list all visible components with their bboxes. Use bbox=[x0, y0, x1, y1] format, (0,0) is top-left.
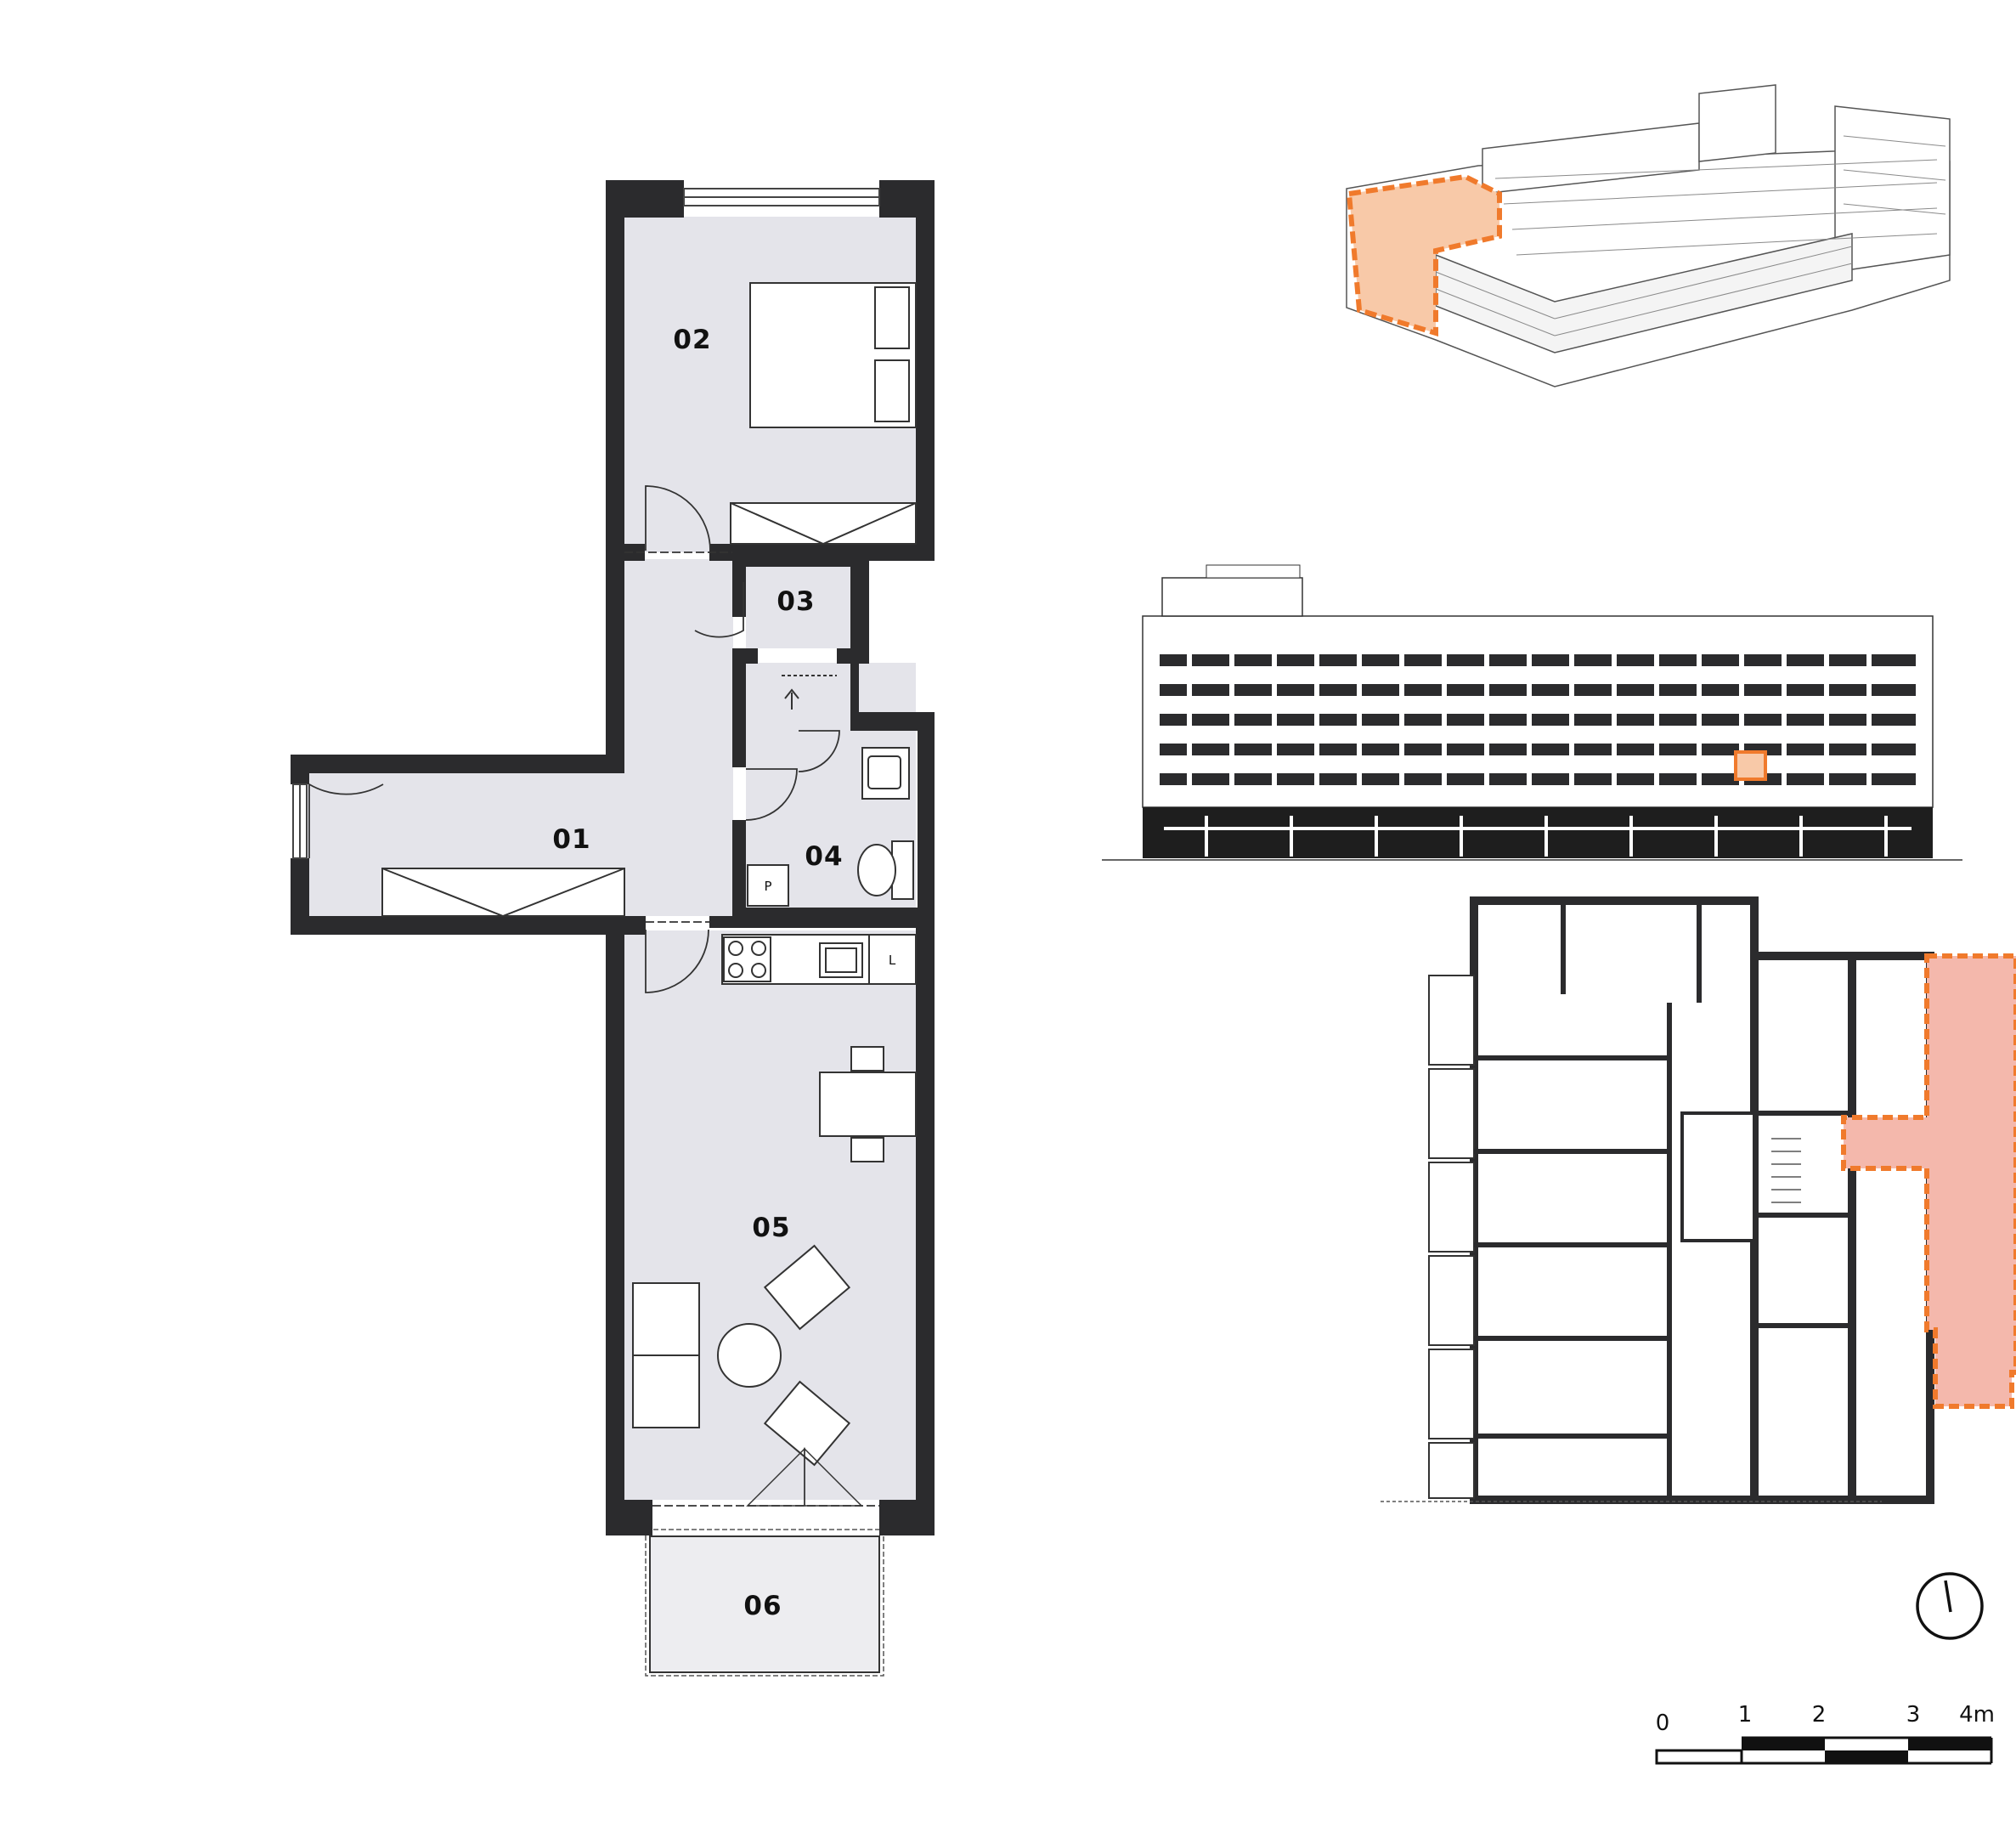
wall bbox=[606, 180, 624, 559]
chair bbox=[850, 1137, 884, 1162]
bed bbox=[749, 282, 917, 428]
room-label-04: 04 bbox=[805, 841, 843, 872]
room-06-balcony bbox=[649, 1535, 880, 1673]
bathroom-fixtures bbox=[747, 675, 914, 907]
wall bbox=[837, 648, 869, 664]
wall bbox=[624, 544, 645, 561]
wardrobe-room-02 bbox=[730, 502, 917, 545]
scale-bar: 0 1 2 3 4m bbox=[1655, 1702, 1995, 1765]
wall bbox=[606, 180, 684, 218]
door-room-02 bbox=[645, 485, 711, 551]
wall bbox=[709, 916, 935, 928]
pillow bbox=[874, 286, 910, 349]
wall bbox=[606, 916, 646, 930]
room-03-floor bbox=[746, 559, 850, 648]
door-room-05 bbox=[645, 929, 709, 993]
scale-tick-0: 0 bbox=[1656, 1711, 1670, 1736]
axonometric-key bbox=[1346, 84, 1951, 387]
elevation-key bbox=[1102, 564, 1962, 861]
elevation-shopfront bbox=[1164, 816, 1912, 857]
wall bbox=[850, 663, 859, 731]
scale-tick-2: 2 bbox=[1812, 1702, 1827, 1728]
kitchen-counter bbox=[721, 934, 917, 985]
wall bbox=[732, 648, 758, 664]
dining-set bbox=[819, 1046, 917, 1162]
wall bbox=[746, 908, 918, 916]
windows bbox=[292, 188, 880, 859]
key-plan-core bbox=[1680, 1111, 1756, 1242]
pillow bbox=[874, 359, 910, 422]
wall bbox=[918, 712, 935, 916]
fixture-label-p: P bbox=[764, 879, 771, 894]
wall bbox=[606, 559, 624, 772]
wall bbox=[850, 712, 935, 731]
room-label-01: 01 bbox=[552, 824, 590, 855]
walls bbox=[291, 180, 935, 1535]
coffee-table bbox=[717, 1323, 782, 1388]
wall bbox=[291, 755, 309, 784]
wall bbox=[732, 820, 746, 918]
scale-tick-1: 1 bbox=[1738, 1702, 1753, 1728]
room-label-02: 02 bbox=[673, 325, 711, 355]
axonometric-hatching bbox=[1435, 135, 1946, 336]
north-arrow-icon bbox=[1916, 1572, 1984, 1640]
scale-tick-3: 3 bbox=[1906, 1702, 1921, 1728]
wall bbox=[606, 1500, 652, 1535]
wall bbox=[916, 928, 935, 1535]
wardrobe-hall bbox=[381, 868, 625, 917]
toilet bbox=[857, 844, 896, 896]
highlighted-building-block bbox=[1346, 173, 1502, 337]
balcony-railing bbox=[645, 1529, 884, 1677]
wall bbox=[291, 858, 309, 935]
wall bbox=[732, 648, 746, 767]
armchair bbox=[763, 1244, 851, 1331]
wall bbox=[879, 1500, 935, 1535]
wall bbox=[850, 559, 869, 661]
key-plan-partitions bbox=[1474, 901, 1852, 1500]
wall bbox=[879, 180, 935, 218]
living-furniture bbox=[632, 1244, 851, 1467]
fixture-label-l: L bbox=[889, 953, 896, 968]
floor-key-plan bbox=[1381, 896, 2016, 1504]
armchair bbox=[763, 1380, 851, 1467]
elevation-windows bbox=[1160, 654, 1916, 785]
door-room-03 bbox=[694, 582, 744, 638]
scale-tick-4m: 4m bbox=[1959, 1702, 1995, 1728]
wall bbox=[606, 930, 624, 1535]
wall bbox=[732, 559, 746, 617]
elevation-ground-floor bbox=[1143, 807, 1933, 858]
doors bbox=[308, 485, 879, 1507]
wall bbox=[291, 755, 624, 773]
elevation-highlight bbox=[1734, 750, 1767, 781]
floor-plan: L P bbox=[291, 180, 935, 1677]
door-room-04 bbox=[745, 768, 798, 821]
chair bbox=[850, 1046, 884, 1072]
room-label-06: 06 bbox=[743, 1591, 782, 1621]
key-plan-highlighted-apartment bbox=[1841, 953, 2016, 1409]
wardrobes bbox=[381, 502, 917, 918]
dining-table bbox=[819, 1072, 917, 1137]
door-bath bbox=[798, 730, 840, 772]
wall bbox=[916, 180, 935, 559]
key-plan-stairs bbox=[1771, 1138, 1801, 1203]
wall bbox=[291, 916, 646, 935]
room-floors bbox=[308, 217, 918, 1500]
wall bbox=[732, 557, 860, 567]
door-entrance bbox=[308, 783, 384, 858]
room-label-05: 05 bbox=[752, 1213, 790, 1243]
key-plan-balconies bbox=[1428, 975, 1475, 1499]
wardrobe-p bbox=[747, 864, 789, 907]
room-label-03: 03 bbox=[776, 586, 815, 617]
